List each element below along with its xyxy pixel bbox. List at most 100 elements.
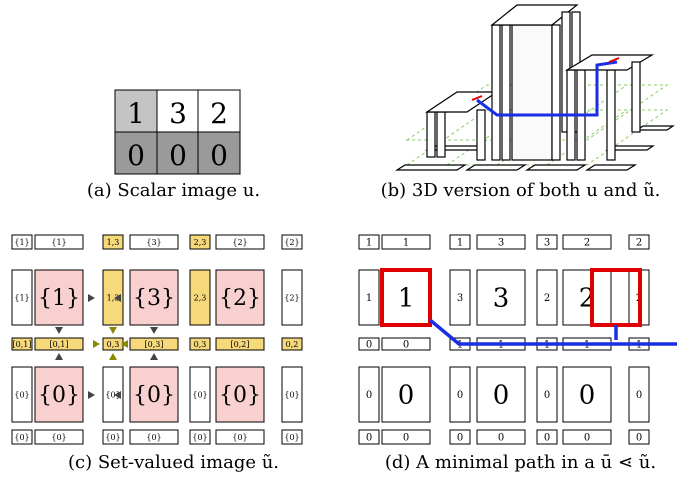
cell-a-0-2: 2: [210, 97, 228, 130]
arrow-c-4: [114, 391, 121, 399]
panel_d-cell-3-6: [628, 366, 650, 423]
panel_c-cell-3-2: [102, 366, 124, 423]
panel_c-cell-4-2: [102, 429, 124, 445]
panel_c-cell-3-6: [281, 366, 303, 423]
panel_c-cell-0-3: [129, 234, 179, 250]
panel_c-label-0-5: {2}: [232, 238, 247, 247]
panel_d-cell-1-5: [562, 269, 612, 326]
panel_d-label-4-3: 0: [498, 433, 504, 444]
panel_d-cell-4-4: [536, 429, 558, 445]
panel_c-cell-4-0: [11, 429, 33, 445]
panel-c: {1}{1}1,3{3}2,3{2}{2}{1}{1}1,3{3}2,3{2}{…: [0, 230, 347, 485]
arrow-c-1: [88, 294, 95, 302]
arrow-c-11: [93, 340, 100, 348]
highlight-1: [380, 268, 432, 327]
panel_c-label-1-1: {1}: [38, 286, 80, 311]
panel_d-cell-0-2: [449, 234, 471, 250]
panel_d-label-1-1: 1: [398, 284, 415, 314]
panel_d-cell-3-5: [562, 366, 612, 423]
panel_d-cell-4-5: [562, 429, 612, 445]
panel_c-label-3-6: {0}: [284, 390, 299, 399]
panel_d-cell-3-1: [381, 366, 431, 423]
panel_d-label-0-5: 2: [584, 238, 590, 249]
panel_c-label-1-4: 2,3: [194, 293, 207, 302]
panel_c-label-2-4: 0,3: [194, 340, 207, 349]
panel_d-label-4-0: 0: [366, 433, 372, 444]
panel_d-cell-1-4: [536, 269, 558, 326]
cell-a-1-2: 0: [210, 139, 228, 172]
panel_c-cell-0-0: [11, 234, 33, 250]
panel_d-cell-2-1: [381, 337, 431, 351]
panel_c-label-3-0: {0}: [14, 390, 29, 399]
panel_c-cell-4-3: [129, 429, 179, 445]
panel_d-label-0-0: 1: [366, 238, 372, 249]
panel_c-label-3-2: {0}: [105, 390, 120, 399]
panel_c-cell-1-5: [215, 269, 265, 326]
panel_c-label-3-3: {0}: [133, 383, 175, 408]
cell-a-0-1: 3: [169, 97, 187, 130]
panel_c-cell-1-0: [11, 269, 33, 326]
panel_d-label-4-1: 0: [403, 433, 409, 444]
caption-c: (c) Set-valued image ũ.: [67, 452, 280, 473]
panel_c-label-1-0: {1}: [14, 293, 29, 302]
panel_c-cell-0-4: [189, 234, 211, 250]
panel_c-label-3-4: {0}: [192, 390, 207, 399]
panel_c-cell-3-4: [189, 366, 211, 423]
panel_c-label-0-4: 2,3: [194, 238, 207, 247]
panel_c-label-0-2: 1,3: [107, 238, 120, 247]
panel_c-cell-3-1: [34, 366, 84, 423]
panel_d-label-4-6: 0: [636, 433, 642, 444]
panel_c-label-3-1: {0}: [38, 383, 80, 408]
panel_c-label-4-6: {0}: [284, 433, 299, 442]
panel_c-label-0-1: {1}: [51, 238, 66, 247]
panel_d-label-0-6: 2: [636, 238, 642, 249]
panel_d-label-0-4: 3: [544, 238, 550, 249]
panel_c-cell-3-0: [11, 366, 33, 423]
panel_c-label-2-3: [0,3]: [145, 340, 164, 349]
panel_c-label-0-3: {3}: [146, 238, 161, 247]
panel_d-label-3-1: 0: [398, 381, 415, 411]
panel_d-label-3-0: 0: [366, 390, 372, 401]
panel_c-label-4-2: {0}: [105, 433, 120, 442]
panel_c-cell-2-6: [281, 337, 303, 351]
panel_d-cell-3-0: [358, 366, 380, 423]
panel_d-cell-1-3: [476, 269, 526, 326]
panel_d-cell-4-1: [381, 429, 431, 445]
panel_c-cell-1-3: [129, 269, 179, 326]
panel_c-cell-2-5: [215, 337, 265, 351]
panel_d-cell-0-1: [381, 234, 431, 250]
panel_d-label-0-2: 1: [457, 238, 463, 249]
panel_d-cell-4-2: [449, 429, 471, 445]
panel_d-label-1-4: 2: [544, 293, 550, 304]
panel_c-cell-4-5: [215, 429, 265, 445]
panel_c-cell-1-1: [34, 269, 84, 326]
panel_c-cell-2-1: [34, 337, 84, 351]
arrow-c-3: [88, 391, 95, 399]
panel_d-label-1-2: 3: [457, 293, 463, 304]
3d-illustration: [394, 4, 675, 171]
panel_c-label-4-3: {0}: [146, 433, 161, 442]
panel_d-cell-2-0: [358, 337, 380, 351]
panel_d-cell-0-5: [562, 234, 612, 250]
panel_d-label-3-4: 0: [544, 390, 550, 401]
minimal-path: [428, 318, 677, 346]
panel_d-cell-0-3: [476, 234, 526, 250]
panel-b: (b) 3D version of both u and ũ.: [347, 0, 694, 215]
panel_d-cell-3-4: [536, 366, 558, 423]
panel_d-cell-0-0: [358, 234, 380, 250]
panel_d-label-3-5: 0: [579, 381, 596, 411]
panel_c-label-4-1: {0}: [51, 433, 66, 442]
panel_d-label-3-3: 0: [493, 381, 510, 411]
panel_c-cell-1-2: [102, 269, 124, 326]
panel_c-label-2-2: 0,3: [107, 340, 120, 349]
panel_c-cell-1-6: [281, 269, 303, 326]
panel_c-label-3-5: {0}: [219, 383, 261, 408]
panel_c-cell-3-3: [129, 366, 179, 423]
panel_c-label-1-5: {2}: [219, 286, 261, 311]
panel_d-cell-3-2: [449, 366, 471, 423]
caption-d: (d) A minimal path in a ū ⋖ ũ.: [384, 452, 657, 473]
panel_c-label-1-2: 1,3: [107, 293, 120, 302]
panel_d-label-4-5: 0: [584, 433, 590, 444]
panel_c-cell-2-3: [129, 337, 179, 351]
